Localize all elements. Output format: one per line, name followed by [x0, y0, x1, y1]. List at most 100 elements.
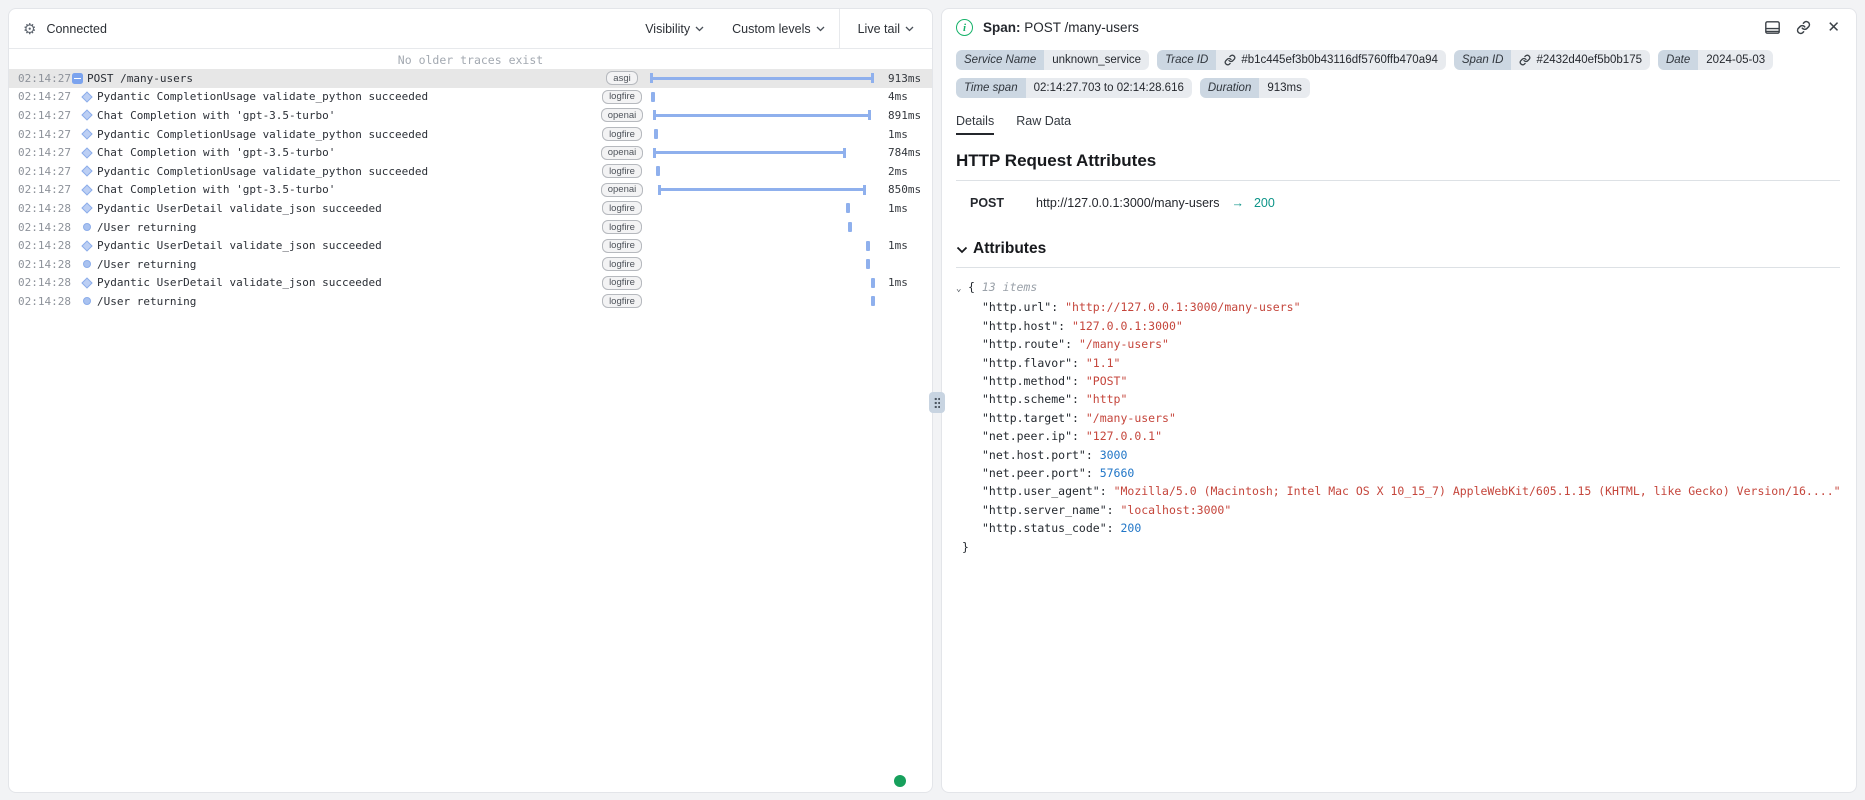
span-diamond-icon [81, 166, 92, 177]
scope-tag: openai [596, 108, 648, 122]
duration-tick [866, 241, 870, 251]
trace-row[interactable]: 02:14:27Pydantic CompletionUsage validat… [9, 125, 932, 144]
duration-bar [653, 148, 846, 158]
span-label: Pydantic UserDetail validate_json succee… [97, 239, 596, 252]
collapse-toggle-icon [72, 73, 83, 84]
scope-tag-label: logfire [602, 201, 642, 215]
settings-gear-icon[interactable]: ⚙ [23, 20, 36, 38]
row-timestamp: 02:14:28 [9, 276, 67, 289]
json-items-count: 13 items [982, 280, 1037, 294]
panel-resize-handle[interactable] [929, 392, 945, 413]
span-diamond-icon [77, 130, 97, 138]
custom-levels-dropdown[interactable]: Custom levels [718, 9, 839, 48]
log-circle-icon [77, 223, 97, 231]
json-key: "http.method": [982, 374, 1086, 388]
json-attribute-row: "net.peer.port": 57660 [956, 464, 1840, 482]
trace-row[interactable]: 02:14:27 Chat Completion with 'gpt-3.5-tu… [9, 106, 932, 125]
json-key: "http.flavor": [982, 356, 1086, 370]
span-detail-panel: i Span: POST /many-users ✕ Service Nameu… [941, 8, 1857, 793]
scope-tag: logfire [596, 201, 648, 215]
span-label: Pydantic CompletionUsage validate_python… [97, 128, 596, 141]
trace-row[interactable]: 02:14:28/User returninglogfire [9, 218, 932, 237]
copy-link-icon[interactable] [1796, 20, 1811, 35]
meta-badge-label: Service Name [956, 50, 1044, 70]
trace-row[interactable]: 02:14:28Pydantic UserDetail validate_jso… [9, 236, 932, 255]
json-key: "net.peer.ip": [982, 429, 1086, 443]
json-key: "http.scheme": [982, 392, 1086, 406]
duration-label: 1ms [880, 202, 932, 215]
meta-badge-value: 02:14:27.703 to 02:14:28.616 [1026, 78, 1192, 98]
span-label: Chat Completion with 'gpt-3.5-turbo' [97, 109, 596, 122]
span-title: Span: POST /many-users [983, 20, 1139, 35]
log-circle-icon [83, 297, 91, 305]
meta-badge-value[interactable]: #2432d40ef5b0b175 [1511, 50, 1650, 70]
trace-row[interactable]: 02:14:27POST /many-usersasgi913ms [9, 69, 932, 88]
meta-badge-label: Date [1658, 50, 1698, 70]
span-label: Pydantic CompletionUsage validate_python… [97, 90, 596, 103]
span-label: Chat Completion with 'gpt-3.5-turbo' [97, 146, 596, 159]
scope-tag: logfire [596, 90, 648, 104]
span-diamond-icon [77, 279, 97, 287]
duration-label: 1ms [880, 276, 932, 289]
span-meta-badges: Service Name unknown_service Trace ID#b1c4… [956, 50, 1840, 98]
row-timestamp: 02:14:27 [9, 72, 67, 85]
span-diamond-icon [81, 110, 92, 121]
grip-dots-icon [934, 397, 940, 408]
chevron-down-icon [956, 246, 965, 252]
json-attribute-row: "http.server_name": "localhost:3000" [956, 501, 1840, 519]
tab-details[interactable]: Details [956, 114, 994, 135]
trace-row[interactable]: 02:14:28Pydantic UserDetail validate_jso… [9, 274, 932, 293]
duration-label: 2ms [880, 165, 932, 178]
meta-badge-label: Time span [956, 78, 1026, 98]
meta-badge-label: Trace ID [1157, 50, 1216, 70]
link-icon[interactable] [1519, 54, 1531, 66]
http-url: http://127.0.0.1:3000/many-users [1036, 196, 1219, 210]
tab-raw-data[interactable]: Raw Data [1016, 114, 1071, 135]
span-label: Chat Completion with 'gpt-3.5-turbo' [97, 183, 596, 196]
duration-track [648, 181, 880, 200]
json-collapse-caret[interactable]: ⌄ [956, 280, 968, 298]
duration-track [648, 162, 880, 181]
http-method: POST [970, 196, 1036, 210]
trace-row[interactable]: 02:14:28/User returninglogfire [9, 292, 932, 311]
json-key: "http.route": [982, 337, 1079, 351]
close-icon[interactable]: ✕ [1827, 20, 1840, 35]
trace-row[interactable]: 02:14:27Chat Completion with 'gpt-3.5-tu… [9, 143, 932, 162]
scope-tag: logfire [596, 294, 648, 308]
duration-tick [846, 203, 850, 213]
span-label: Pydantic UserDetail validate_json succee… [97, 202, 596, 215]
scope-tag-label: openai [601, 146, 644, 160]
visibility-dropdown[interactable]: Visibility [631, 9, 718, 48]
live-tail-dropdown[interactable]: Live tail [839, 9, 932, 48]
json-attribute-row: "http.url": "http://127.0.0.1:3000/many-… [956, 298, 1840, 316]
dock-panel-icon[interactable] [1765, 21, 1780, 34]
trace-row[interactable]: 02:14:28/User returninglogfire [9, 255, 932, 274]
trace-row[interactable]: 02:14:27 Pydantic CompletionUsage validat… [9, 162, 932, 181]
chevron-down-icon [695, 26, 704, 32]
scope-tag-label: logfire [602, 90, 642, 104]
meta-badge-text: unknown_service [1052, 51, 1141, 69]
span-diamond-icon [81, 203, 92, 214]
meta-badge-text: 2024-05-03 [1706, 51, 1765, 69]
trace-toolbar: ⚙ Connected Visibility Custom levels Liv… [9, 9, 932, 49]
meta-badge-value[interactable]: #b1c445ef3b0b43116df5760ffb470a94 [1216, 50, 1446, 70]
json-value: "http" [1086, 392, 1128, 406]
scope-tag: asgi [596, 71, 648, 85]
scope-tag: logfire [596, 239, 648, 253]
row-timestamp: 02:14:27 [9, 165, 67, 178]
trace-row[interactable]: 02:14:27Pydantic CompletionUsage validat… [9, 88, 932, 107]
collapse-toggle-icon[interactable] [67, 73, 87, 84]
scope-tag-label: logfire [602, 127, 642, 141]
trace-row[interactable]: 02:14:28Pydantic UserDetail validate_jso… [9, 199, 932, 218]
link-icon[interactable] [1224, 54, 1236, 66]
row-timestamp: 02:14:27 [9, 109, 67, 122]
trace-row[interactable]: 02:14:27 Chat Completion with 'gpt-3.5-tu… [9, 181, 932, 200]
meta-badge: Duration913ms [1200, 78, 1310, 98]
span-diamond-icon [81, 240, 92, 251]
span-diamond-icon [77, 242, 97, 250]
json-attribute-row: "http.host": "127.0.0.1:3000" [956, 317, 1840, 335]
row-timestamp: 02:14:27 [9, 183, 67, 196]
attributes-section-toggle[interactable]: Attributes [956, 240, 1840, 258]
span-label: Pydantic CompletionUsage validate_python… [97, 165, 596, 178]
duration-track [648, 199, 880, 218]
